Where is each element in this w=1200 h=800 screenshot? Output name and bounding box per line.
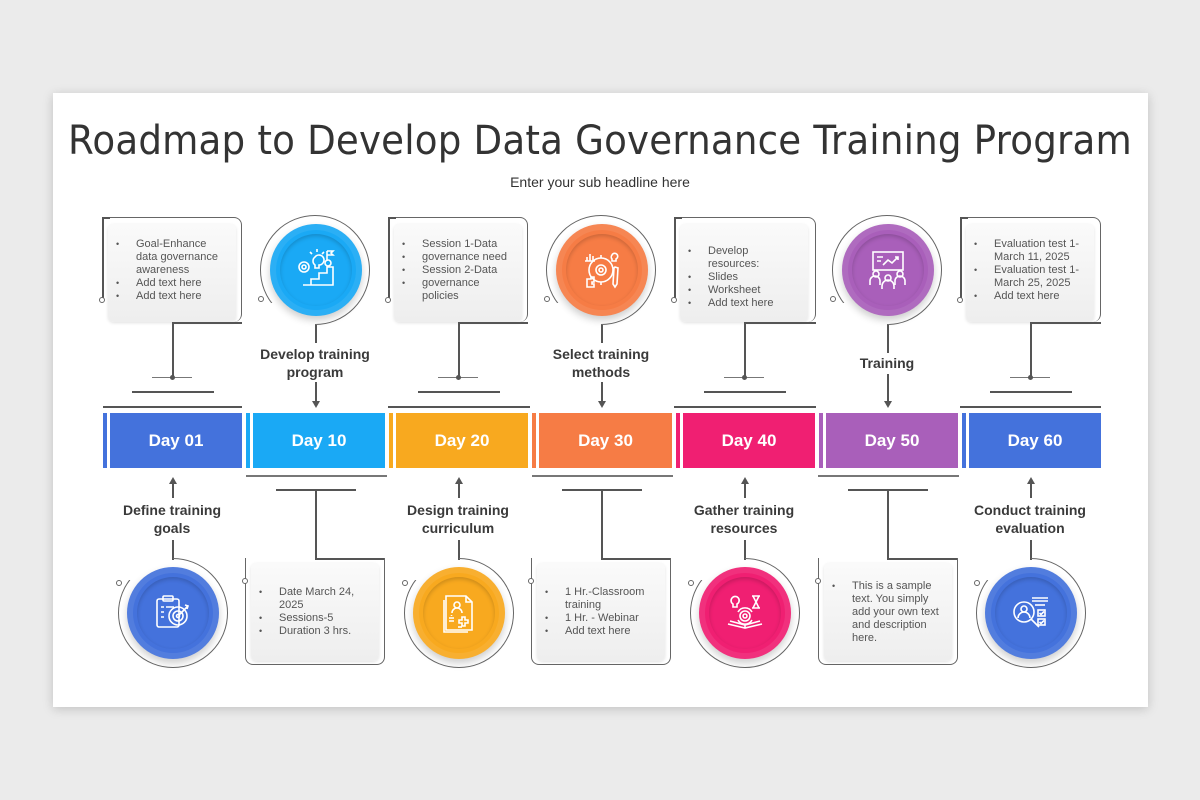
- milestone-icon-circle: [699, 567, 791, 659]
- milestone-icon-circle: [985, 567, 1077, 659]
- card-item: 1 Hr. - Webinar: [545, 612, 659, 625]
- card-item: Duration 3 hrs.: [259, 625, 373, 638]
- card-item: Add text here: [116, 290, 230, 303]
- info-card: Evaluation test 1- March 11, 2025 Evalua…: [966, 224, 1094, 322]
- card-item: governance need: [402, 251, 516, 264]
- card-item: Goal-Enhance data governance awareness: [116, 238, 230, 277]
- card-item: Slides: [688, 271, 802, 284]
- card-item: 1 Hr.-Classroom training: [545, 586, 659, 612]
- page-title: Roadmap to Develop Data Governance Train…: [68, 118, 1132, 164]
- timeline-bar-day-30: Day 30: [532, 413, 672, 468]
- card-item: governance policies: [402, 277, 516, 303]
- card-item: Develop resources:: [688, 245, 802, 271]
- day-label: Day 40: [721, 430, 777, 450]
- magnifier-checklist-icon: [1013, 597, 1048, 628]
- day-label: Day 10: [291, 430, 347, 450]
- card-item: Add text here: [116, 277, 230, 290]
- strategy-puzzle-pencil-icon: [585, 252, 619, 289]
- milestone-icon-circle: [842, 224, 934, 316]
- day-label: Day 01: [148, 430, 204, 450]
- day-label: Day 20: [434, 430, 490, 450]
- clipboard-target-icon: [156, 595, 190, 628]
- book-lightbulb-hourglass-icon: [727, 595, 763, 629]
- card-item: Sessions-5: [259, 612, 373, 625]
- card-item: Add text here: [688, 297, 802, 310]
- day-label: Day 60: [1007, 430, 1063, 450]
- presentation-meeting-icon: [869, 251, 906, 289]
- card-item: This is a sample text. You simply add yo…: [832, 580, 946, 645]
- info-card: Date March 24, 2025 Sessions-5 Duration …: [251, 563, 379, 661]
- page-subtitle: Enter your sub headline here: [510, 174, 690, 190]
- info-card: 1 Hr.-Classroom training 1 Hr. - Webinar…: [537, 563, 665, 661]
- info-card: Session 1-Data governance need Session 2…: [394, 224, 522, 322]
- info-card: Develop resources: Slides Worksheet Add …: [680, 224, 808, 322]
- timeline-bar-day-20: Day 20: [389, 413, 528, 468]
- info-card: Goal-Enhance data governance awareness A…: [108, 224, 236, 322]
- timeline-bar-day-60: Day 60: [962, 413, 1101, 468]
- day-label: Day 30: [578, 430, 633, 450]
- timeline-bar-day-40: Day 40: [676, 413, 815, 468]
- card-item: Evaluation test 1- March 11, 2025: [974, 238, 1088, 264]
- card-item: Session 1-Data: [402, 238, 516, 251]
- card-item: Session 2-Data: [402, 264, 516, 277]
- timeline-bar-day-50: Day 50: [819, 413, 958, 468]
- milestone-title: Training: [859, 355, 915, 371]
- info-card: This is a sample text. You simply add yo…: [824, 563, 952, 661]
- document-medical-plan-icon: [443, 595, 473, 633]
- card-item: Evaluation test 1- March 25, 2025: [974, 264, 1088, 290]
- milestone-icon-circle: [413, 567, 505, 659]
- timeline-bar-day-10: Day 10: [246, 413, 385, 468]
- stairs-lightbulb-gear-icon: [298, 249, 335, 286]
- timeline-bar-day-01: Day 01: [103, 413, 242, 468]
- day-label: Day 50: [864, 430, 920, 450]
- milestone-icon-circle: [127, 567, 219, 659]
- milestone-icon-circle: [270, 224, 362, 316]
- card-item: Date March 24, 2025: [259, 586, 373, 612]
- card-item: Worksheet: [688, 284, 802, 297]
- card-item: Add text here: [974, 290, 1088, 303]
- card-item: Add text here: [545, 625, 659, 638]
- milestone-icon-circle: [556, 224, 648, 316]
